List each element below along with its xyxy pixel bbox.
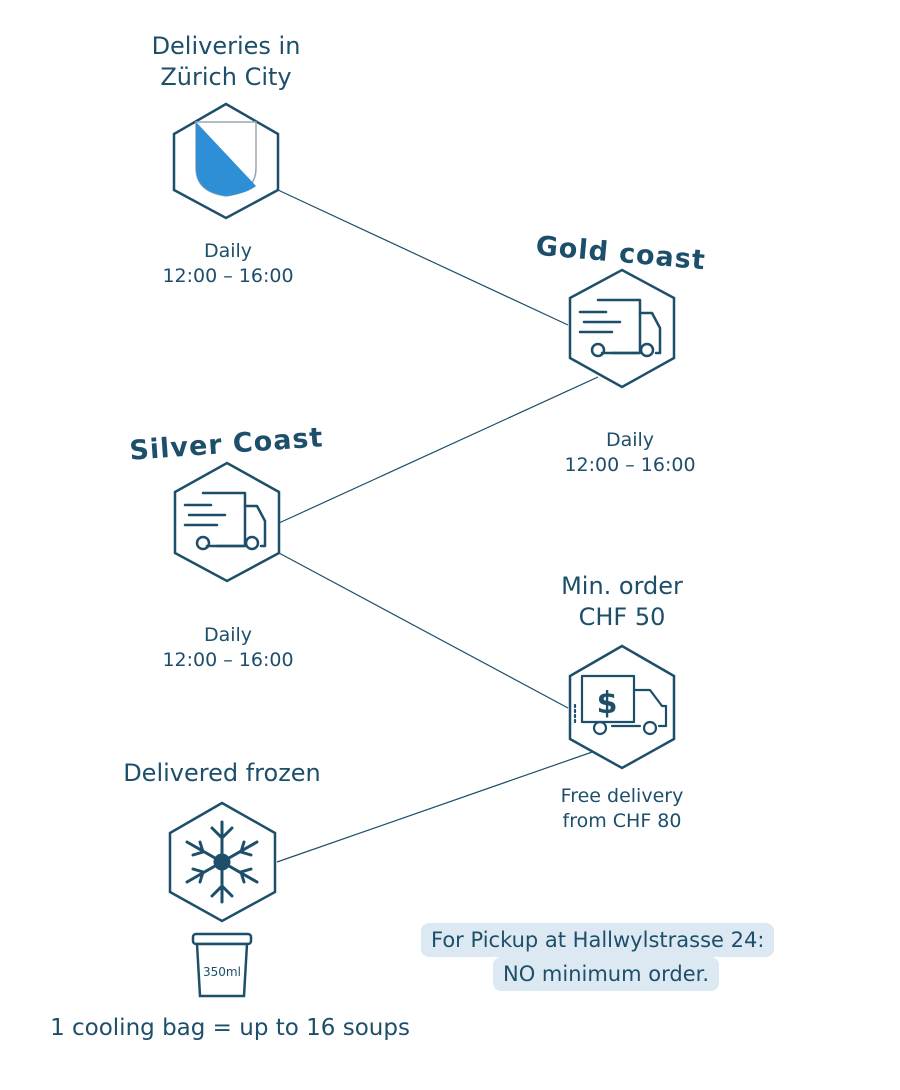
dollar-sign: $ — [597, 686, 618, 721]
minorder-title-line2: CHF 50 — [578, 603, 666, 631]
connector-lines — [276, 189, 599, 863]
minorder-node: $ — [568, 644, 676, 770]
zurich-title-line1: Deliveries in — [151, 32, 301, 60]
pickup-line1: For Pickup at Hallwylstrasse 24: — [421, 923, 775, 957]
zurich-schedule: Daily 12:00 – 16:00 — [128, 239, 328, 289]
gold-schedule: Daily 12:00 – 16:00 — [530, 428, 730, 478]
connector-zurich-gold — [277, 189, 569, 326]
hexagon-gold — [568, 268, 676, 389]
soup-cup-icon — [191, 932, 253, 998]
connector-minorder-frozen — [276, 749, 599, 863]
connector-silver-minorder — [278, 552, 569, 709]
dollar-truck-icon — [573, 674, 668, 736]
minorder-note-line1: Free delivery — [560, 785, 684, 807]
silver-schedule: Daily 12:00 – 16:00 — [128, 623, 328, 673]
connector-gold-silver — [278, 376, 599, 524]
silver-schedule-time: 12:00 – 16:00 — [162, 649, 294, 671]
zurich-coat-of-arms-icon — [195, 121, 257, 197]
hexagon-minorder — [568, 644, 676, 770]
minorder-title: Min. order CHF 50 — [522, 571, 722, 633]
snowflake-icon — [185, 820, 259, 904]
pickup-line2: NO minimum order. — [493, 957, 719, 991]
zurich-title-line2: Zürich City — [160, 63, 292, 91]
delivery-truck-icon — [183, 491, 267, 551]
frozen-title: Delivered frozen — [123, 759, 321, 787]
zurich-node — [172, 102, 280, 220]
minorder-note: Free delivery from CHF 80 — [522, 784, 722, 834]
hexagon-silver — [173, 461, 281, 583]
silver-node — [173, 461, 281, 583]
delivery-truck-icon — [578, 298, 662, 358]
gold-schedule-day: Daily — [605, 429, 655, 451]
silver-schedule-day: Daily — [203, 624, 253, 646]
zurich-schedule-time: 12:00 – 16:00 — [162, 265, 294, 287]
silver-coast-title: Silver Coast — [128, 422, 324, 466]
minorder-title-line1: Min. order — [561, 572, 683, 600]
zurich-schedule-day: Daily — [203, 240, 253, 262]
gold-schedule-time: 12:00 – 16:00 — [564, 454, 696, 476]
gold-node — [568, 268, 676, 389]
minorder-note-line2: from CHF 80 — [562, 810, 682, 832]
zurich-title: Deliveries in Zürich City — [126, 31, 326, 93]
cup-label: 350ml — [203, 965, 241, 979]
cooling-bag-footer: 1 cooling bag = up to 16 soups — [50, 1015, 410, 1041]
frozen-node — [168, 801, 277, 923]
